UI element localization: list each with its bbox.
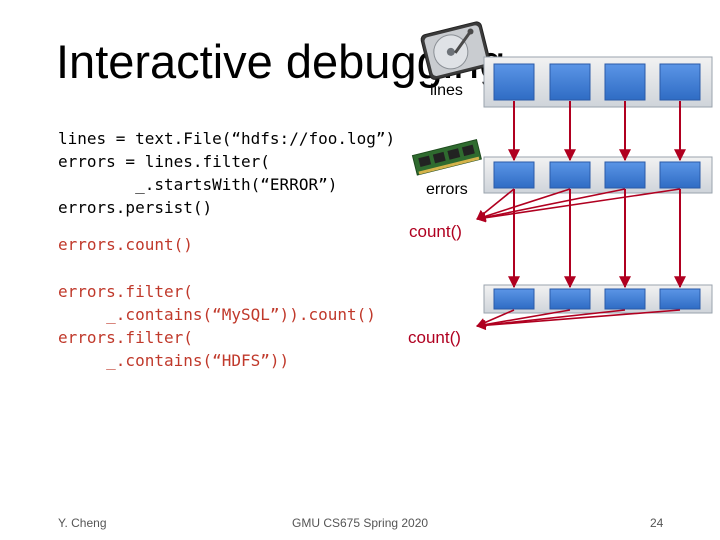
lines-label: lines (430, 82, 463, 99)
footer-page-number: 24 (650, 516, 664, 530)
errors-partition-4 (659, 161, 701, 189)
cached-partition-4 (659, 288, 701, 310)
count-arrows-2 (476, 309, 681, 331)
filter-arrows (508, 101, 686, 162)
count-arrows-1 (476, 188, 681, 223)
footer-course: GMU CS675 Spring 2020 (292, 516, 429, 530)
errors-partition-1 (493, 161, 535, 189)
errors-partition-2 (549, 161, 591, 189)
errors-label: errors (426, 181, 468, 198)
code-lines-definition: lines = text.File(“hdfs://foo.log”) erro… (58, 129, 396, 217)
lines-partition-3 (604, 63, 646, 101)
lines-partition-2 (549, 63, 591, 101)
count-label-2: count() (408, 328, 461, 347)
errors-partition-row (483, 156, 713, 194)
memory-stick-icon (411, 138, 482, 176)
lines-partition-4 (659, 63, 701, 101)
cached-partition-1 (493, 288, 535, 310)
code-errors-filter: errors.filter( _.contains(“MySQL”)).coun… (58, 282, 376, 370)
cached-partition-2 (549, 288, 591, 310)
hard-drive-icon (420, 21, 491, 80)
lines-partition-row (483, 56, 713, 108)
errors-partition-3 (604, 161, 646, 189)
cached-errors-partition-row (483, 284, 713, 314)
persist-arrows (508, 189, 686, 289)
cached-partition-3 (604, 288, 646, 310)
lines-partition-1 (493, 63, 535, 101)
count-label-1: count() (409, 222, 462, 241)
footer-author: Y. Cheng (58, 516, 107, 530)
code-errors-count: errors.count() (58, 235, 193, 254)
